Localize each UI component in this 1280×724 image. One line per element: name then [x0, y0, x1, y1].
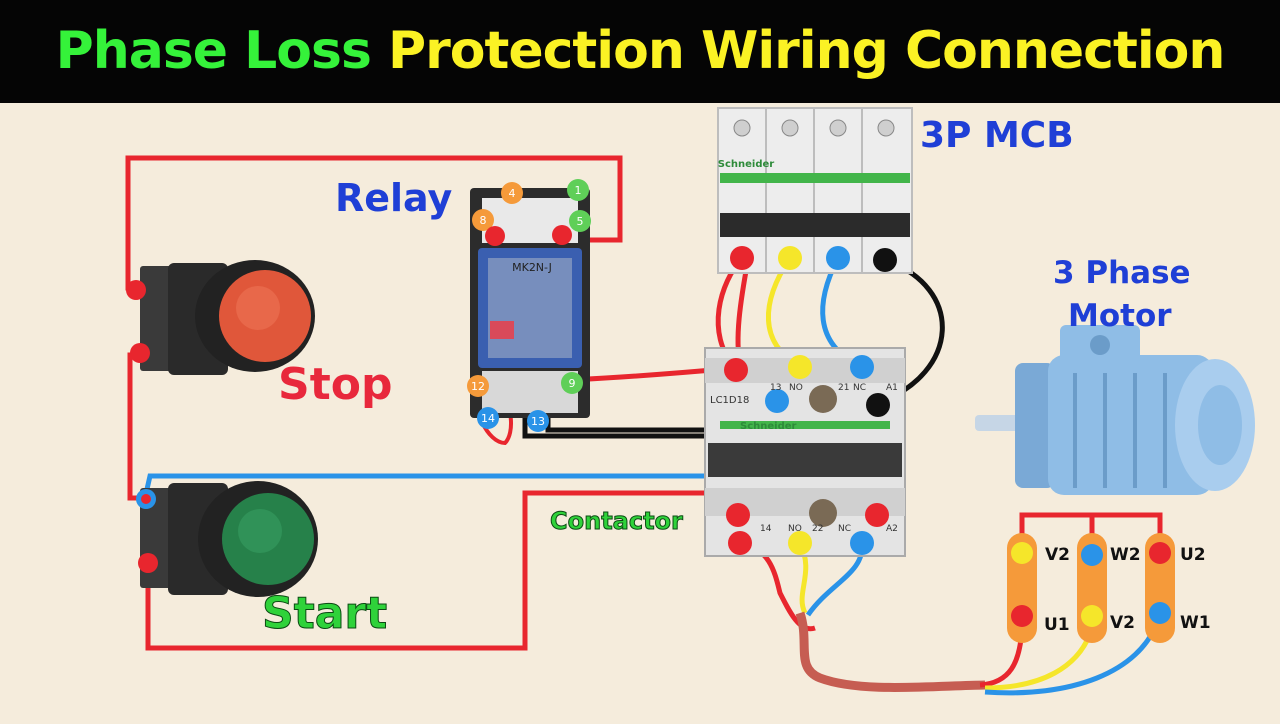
- contactor-top-terminal-a1: A1: [886, 383, 898, 393]
- svg-text:4: 4: [509, 187, 516, 200]
- motor-terminal-v2-top: V2: [1045, 545, 1070, 565]
- relay: [470, 188, 590, 418]
- wiring-svg: MK2N-J 4 1 8 5 12 9 14 13 Schneider: [125, 107, 1255, 696]
- contactor-bottom-terminal-nc: NC: [838, 524, 851, 534]
- motor: [975, 325, 1255, 495]
- stop-button: [126, 260, 315, 375]
- svg-text:1: 1: [575, 184, 582, 197]
- contactor-bottom-terminal-no: NO: [788, 524, 802, 534]
- contactor-bottom-terminal-14: 14: [760, 524, 772, 534]
- relay-pin-8: 8: [472, 209, 494, 231]
- contactor-top-terminal-21: 21: [838, 383, 849, 393]
- title-bar: Phase Loss Protection Wiring Connection: [0, 0, 1280, 103]
- svg-text:12: 12: [471, 380, 485, 393]
- svg-text:5: 5: [577, 215, 584, 228]
- motor-terminal-w2-top: W2: [1110, 545, 1141, 565]
- relay-pin-4: 4: [501, 182, 523, 204]
- svg-text:9: 9: [569, 377, 576, 390]
- stop-label: Stop: [278, 359, 393, 410]
- motor-terminal-block: [1007, 533, 1175, 643]
- title-part-2: Protection Wiring Connection: [388, 21, 1225, 81]
- contactor-top-terminal-13: 13: [770, 383, 781, 393]
- relay-pin-13: 13: [527, 410, 549, 432]
- mcb: [717, 107, 913, 274]
- wire-blue-start-to-contactor: [142, 401, 778, 499]
- title-part-1: Phase Loss: [55, 21, 372, 81]
- svg-text:8: 8: [480, 214, 487, 227]
- relay-pin-5: 5: [569, 210, 591, 232]
- wire-red-stop-to-start: [127, 352, 145, 501]
- relay-label: Relay: [335, 176, 453, 220]
- relay-pin-14: 14: [477, 407, 499, 429]
- svg-text:14: 14: [481, 412, 495, 425]
- relay-red-terminal-top: [485, 226, 505, 246]
- motor-terminal-v2-bottom: V2: [1110, 613, 1135, 633]
- contactor-label: Contactor: [550, 507, 684, 536]
- motor-terminal-u2-top: U2: [1180, 545, 1206, 565]
- mcb-brand: Schneider: [718, 159, 775, 170]
- motor-label-line2: Motor: [1068, 298, 1172, 334]
- relay-red-terminal-top-2: [552, 225, 572, 245]
- wire-brown-cable: [795, 611, 986, 692]
- contactor-model: LC1D18: [710, 395, 749, 406]
- wiring-diagram: MK2N-J 4 1 8 5 12 9 14 13 Schneider: [0, 103, 1280, 720]
- contactor-bottom-terminal-22: 22: [812, 524, 823, 534]
- contactor: [704, 347, 906, 557]
- contactor-brand: Schneider: [740, 421, 797, 432]
- start-label: Start: [261, 588, 388, 640]
- relay-pin-9: 9: [561, 372, 583, 394]
- contactor-top-terminal-no: NO: [789, 383, 803, 393]
- mcb-label: 3P MCB: [920, 115, 1074, 156]
- relay-pin-12: 12: [467, 375, 489, 397]
- contactor-top-terminal-nc: NC: [853, 383, 866, 393]
- relay-model-label: MK2N-J: [512, 261, 552, 274]
- motor-terminal-u1-bottom: U1: [1044, 615, 1070, 635]
- svg-text:13: 13: [531, 415, 545, 428]
- relay-pin-1: 1: [567, 179, 589, 201]
- motor-label-line1: 3 Phase: [1053, 255, 1191, 291]
- start-button: [136, 481, 318, 597]
- motor-terminal-w1-bottom: W1: [1180, 613, 1211, 633]
- contactor-bottom-terminal-a2: A2: [886, 524, 898, 534]
